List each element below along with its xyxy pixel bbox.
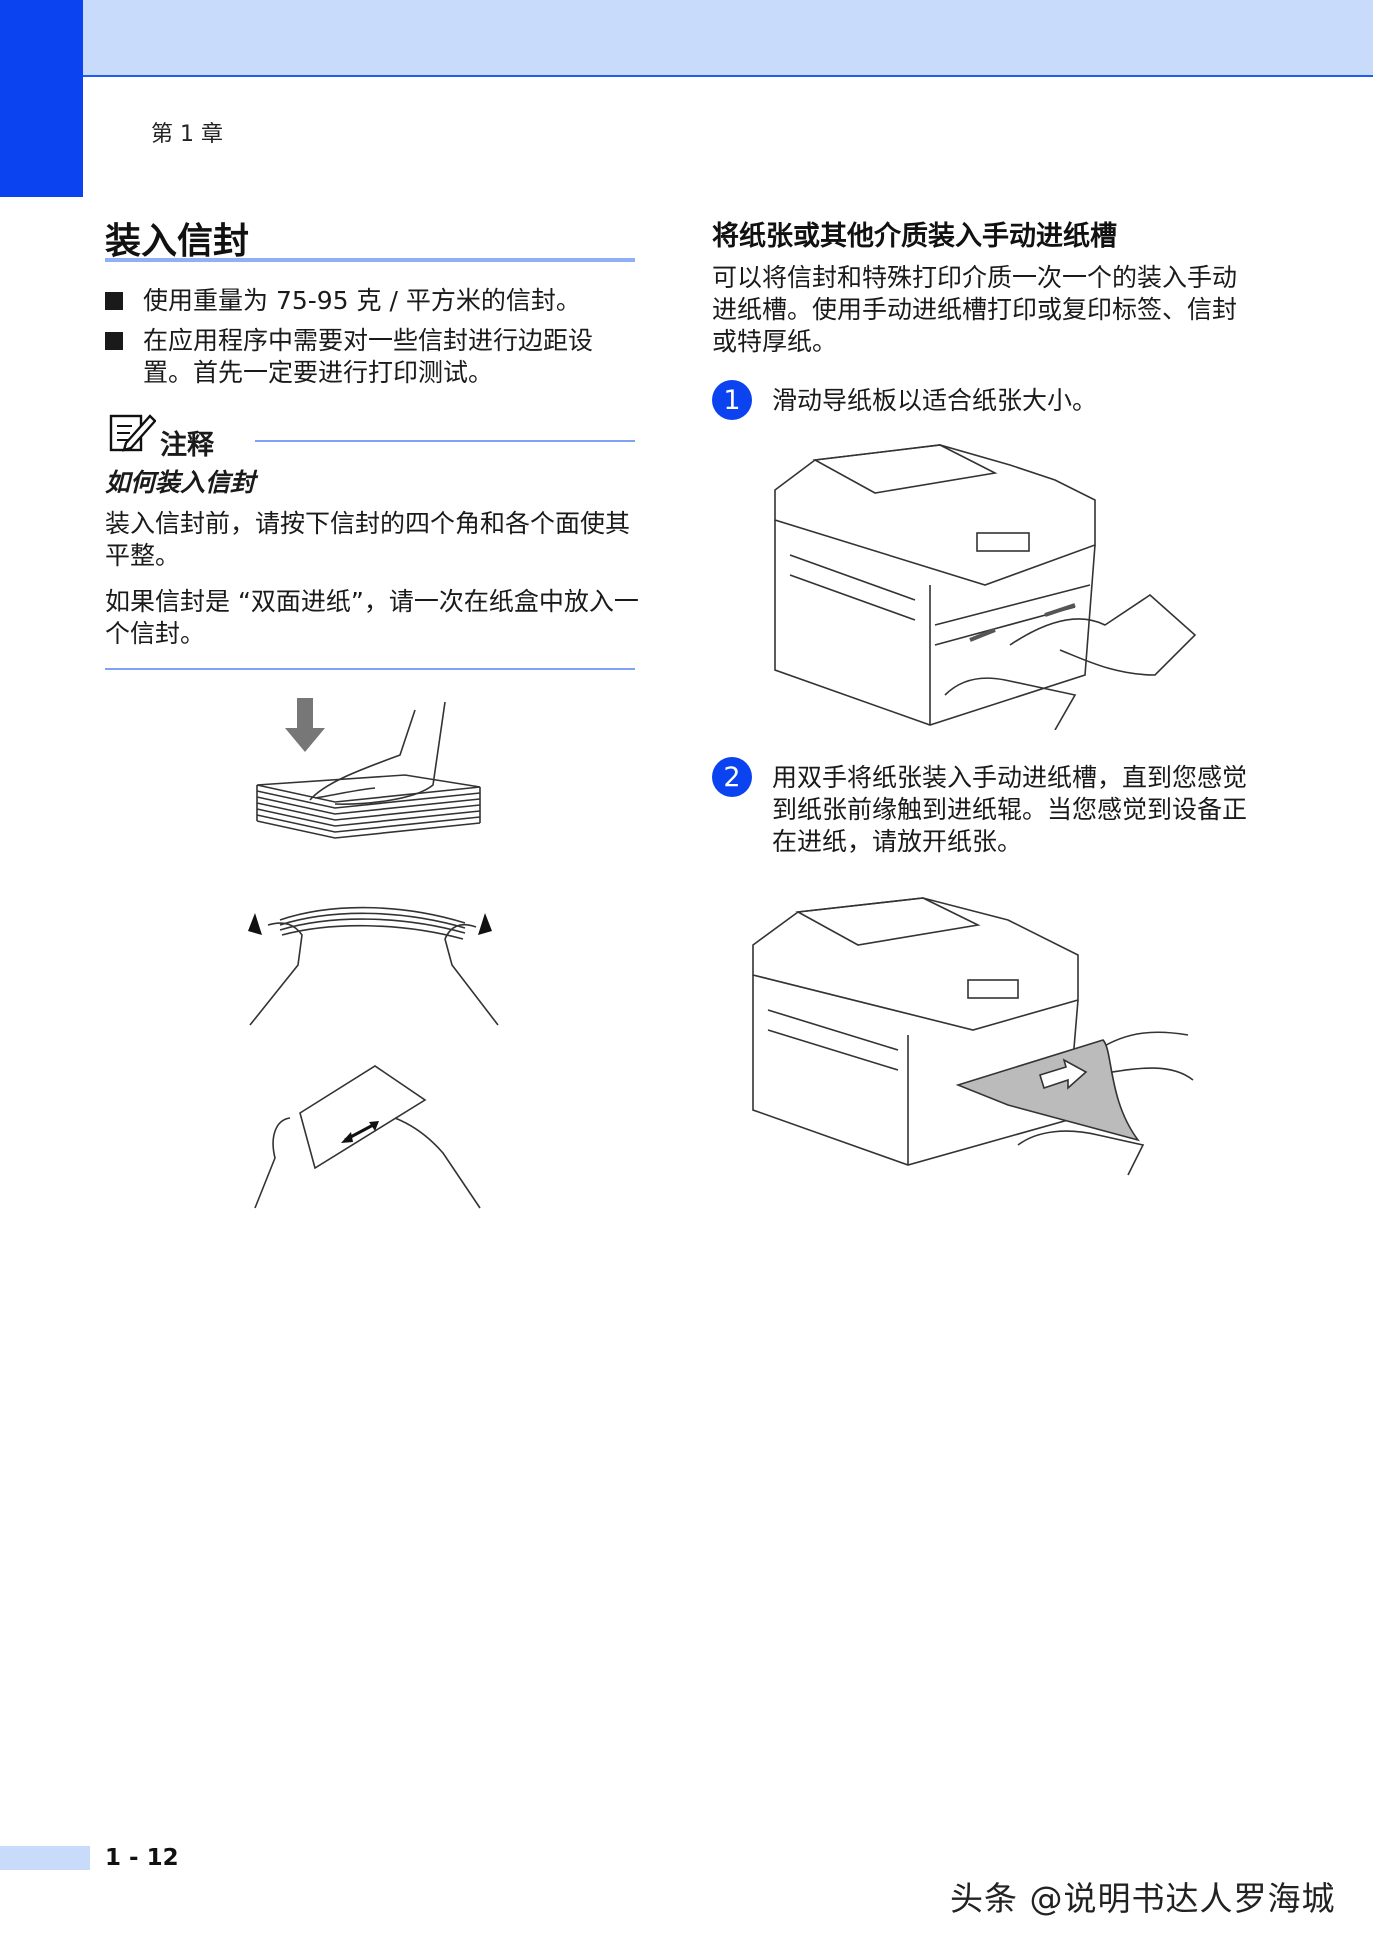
step-2-text: 用双手将纸张装入手动进纸槽，直到您感觉到纸张前缘触到进纸辊。当您感觉到设备正在进… bbox=[772, 763, 1248, 856]
note-end-rule bbox=[105, 668, 635, 670]
page-number: 1 - 12 bbox=[105, 1845, 179, 1871]
step-badge-1: 1 bbox=[712, 380, 752, 420]
note-paragraph: 装入信封前，请按下信封的四个角和各个面使其平整。 bbox=[105, 509, 631, 570]
header-band bbox=[0, 0, 1373, 77]
printer-guide-illustration bbox=[755, 435, 1205, 730]
step-badge-2: 2 bbox=[712, 757, 752, 797]
manual-feed-intro: 可以将信封和特殊打印介质一次一个的装入手动进纸槽。使用手动进纸槽打印或复印标签、… bbox=[712, 263, 1238, 356]
bullet-square-icon bbox=[105, 332, 123, 350]
title-rule bbox=[105, 258, 635, 262]
footer-bar bbox=[0, 1846, 90, 1870]
note-subtitle: 如何装入信封 bbox=[105, 468, 256, 497]
chapter-side-tab bbox=[0, 0, 83, 197]
envelope-smooth-illustration bbox=[245, 1058, 500, 1213]
section-title-envelopes: 装入信封 bbox=[105, 221, 250, 262]
note-pencil-icon bbox=[108, 410, 156, 454]
bullet-text: 使用重量为 75-95 克 / 平方米的信封。 bbox=[143, 286, 581, 315]
bullet-item: 使用重量为 75-95 克 / 平方米的信封。 bbox=[105, 285, 640, 317]
bullet-text: 在应用程序中需要对一些信封进行边距设置。首先一定要进行打印测试。 bbox=[143, 326, 594, 387]
envelope-flex-illustration bbox=[240, 895, 505, 1030]
step-1-text: 滑动导纸板以适合纸张大小。 bbox=[772, 386, 1098, 415]
note-paragraph: 如果信封是 “双面进纸”，请一次在纸盒中放入一个信封。 bbox=[105, 587, 639, 648]
printer-insert-paper-illustration bbox=[748, 880, 1203, 1180]
bullet-item: 在应用程序中需要对一些信封进行边距设置。首先一定要进行打印测试。 bbox=[105, 325, 640, 389]
note-title: 注释 bbox=[160, 430, 214, 461]
chapter-label: 第 1 章 bbox=[151, 122, 223, 147]
bullet-list: 使用重量为 75-95 克 / 平方米的信封。 在应用程序中需要对一些信封进行边… bbox=[105, 285, 640, 389]
envelope-press-illustration bbox=[245, 690, 495, 870]
watermark-text: 头条 @说明书达人罗海城 bbox=[950, 1879, 1336, 1918]
bullet-square-icon bbox=[105, 292, 123, 310]
note-rule bbox=[255, 440, 635, 442]
section-title-manual-feed: 将纸张或其他介质装入手动进纸槽 bbox=[712, 221, 1117, 252]
